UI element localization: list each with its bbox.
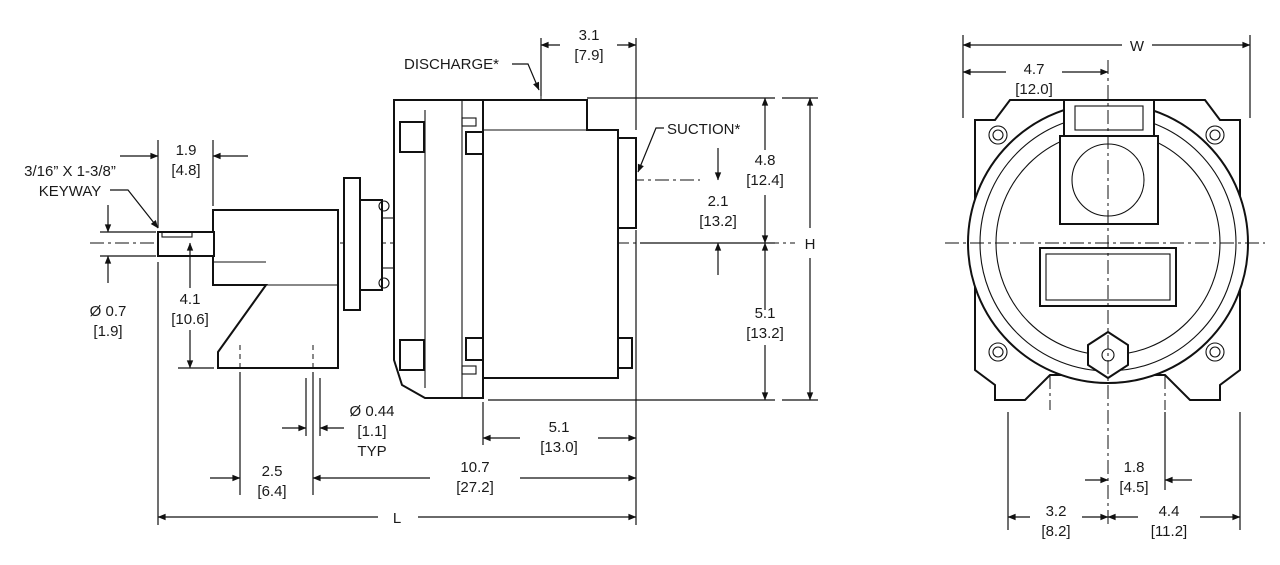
dim-text: [1.9] (93, 323, 122, 340)
dim-suction-offset: 2.1 [13.2] (699, 148, 737, 275)
dim-total-height: H (782, 97, 818, 401)
dim-bolt-to-rear: 10.7 [27.2] (312, 459, 637, 496)
end-discharge-nozzle (1059, 99, 1159, 225)
callout-label: KEYWAY (39, 183, 102, 200)
side-view: 3.1 [7.9] 1.9 [4.8] 4.8 [12.4] 5.1 [13.2… (24, 27, 818, 527)
dim-bolt-hole: Ø 0.44 [1.1] TYP (282, 403, 395, 460)
pump-shaft (157, 231, 215, 257)
dim-center-offset: 1.8 [4.5] (1085, 459, 1192, 496)
dim-text: 5.1 (549, 419, 570, 436)
dim-half-width: 4.7 [12.0] (962, 61, 1109, 98)
dim-text: 2.5 (262, 463, 283, 480)
dim-text: 4.8 (755, 152, 776, 169)
volute-flange (393, 99, 491, 399)
dim-text: [1.1] (357, 423, 386, 440)
dim-text: 2.1 (708, 193, 729, 210)
dim-text: [7.9] (574, 47, 603, 64)
dim-text: [13.2] (699, 213, 737, 230)
dim-text: [13.0] (540, 439, 578, 456)
dim-text: 10.7 (460, 459, 489, 476)
dim-text: [8.2] (1041, 523, 1070, 540)
dim-rear-length: 5.1 [13.0] (482, 419, 637, 456)
dim-text: [6.4] (257, 483, 286, 500)
dim-text: TYP (357, 443, 386, 460)
dim-text: 4.1 (180, 291, 201, 308)
dim-text: Ø 0.7 (90, 303, 127, 320)
pump-casing (482, 99, 637, 379)
callout-label: DISCHARGE* (404, 56, 499, 73)
dim-foot-height: 4.1 [10.6] (171, 242, 209, 369)
dim-text: [27.2] (456, 479, 494, 496)
dim-text: [10.6] (171, 311, 209, 328)
discharge-callout: DISCHARGE* (404, 56, 540, 91)
end-view: W 4.7 [12.0] 1.8 [4.5] 3.2 [8.2] 4.4 (945, 35, 1265, 540)
dim-text: [4.8] (171, 162, 200, 179)
end-bolts (988, 125, 1225, 362)
dim-total-length: L (157, 510, 637, 527)
dim-text: H (805, 236, 816, 253)
dim-shaft-diameter: Ø 0.7 [1.9] (90, 205, 127, 340)
callout-label: SUCTION* (667, 121, 741, 138)
dim-right-foot: 4.4 [11.2] (1107, 503, 1241, 540)
keyway-callout: 3/16” X 1-3/8” KEYWAY (24, 163, 159, 229)
dim-text: W (1130, 38, 1145, 55)
dim-bolt-spacing: 2.5 [6.4] (210, 463, 287, 500)
dim-shaft-length: 1.9 [4.8] (120, 142, 248, 179)
dim-text: [12.4] (746, 172, 784, 189)
suction-callout: SUCTION* (637, 121, 741, 173)
dim-text: 1.9 (176, 142, 197, 159)
dim-text: L (393, 510, 401, 527)
dim-text: 1.8 (1124, 459, 1145, 476)
dim-text: Ø 0.44 (349, 403, 394, 420)
dim-top-width: 3.1 [7.9] (540, 27, 637, 64)
bearing-pedestal (212, 209, 339, 372)
dim-text: 4.7 (1024, 61, 1045, 78)
dim-text: 3.2 (1046, 503, 1067, 520)
dim-left-foot: 3.2 [8.2] (1007, 503, 1109, 540)
dim-total-width: W (962, 38, 1251, 55)
dim-text: 4.4 (1159, 503, 1180, 520)
dim-text: [11.2] (1151, 523, 1187, 540)
dim-text: 3.1 (579, 27, 600, 44)
dim-text: [12.0] (1015, 81, 1053, 98)
dim-text: [13.2] (746, 325, 784, 342)
dim-lower-height: 5.1 [13.2] (746, 242, 784, 401)
dim-text: 5.1 (755, 305, 776, 322)
callout-label: 3/16” X 1-3/8” (24, 163, 116, 180)
dim-upper-height: 4.8 [12.4] (746, 97, 784, 244)
dim-text: [4.5] (1119, 479, 1148, 496)
